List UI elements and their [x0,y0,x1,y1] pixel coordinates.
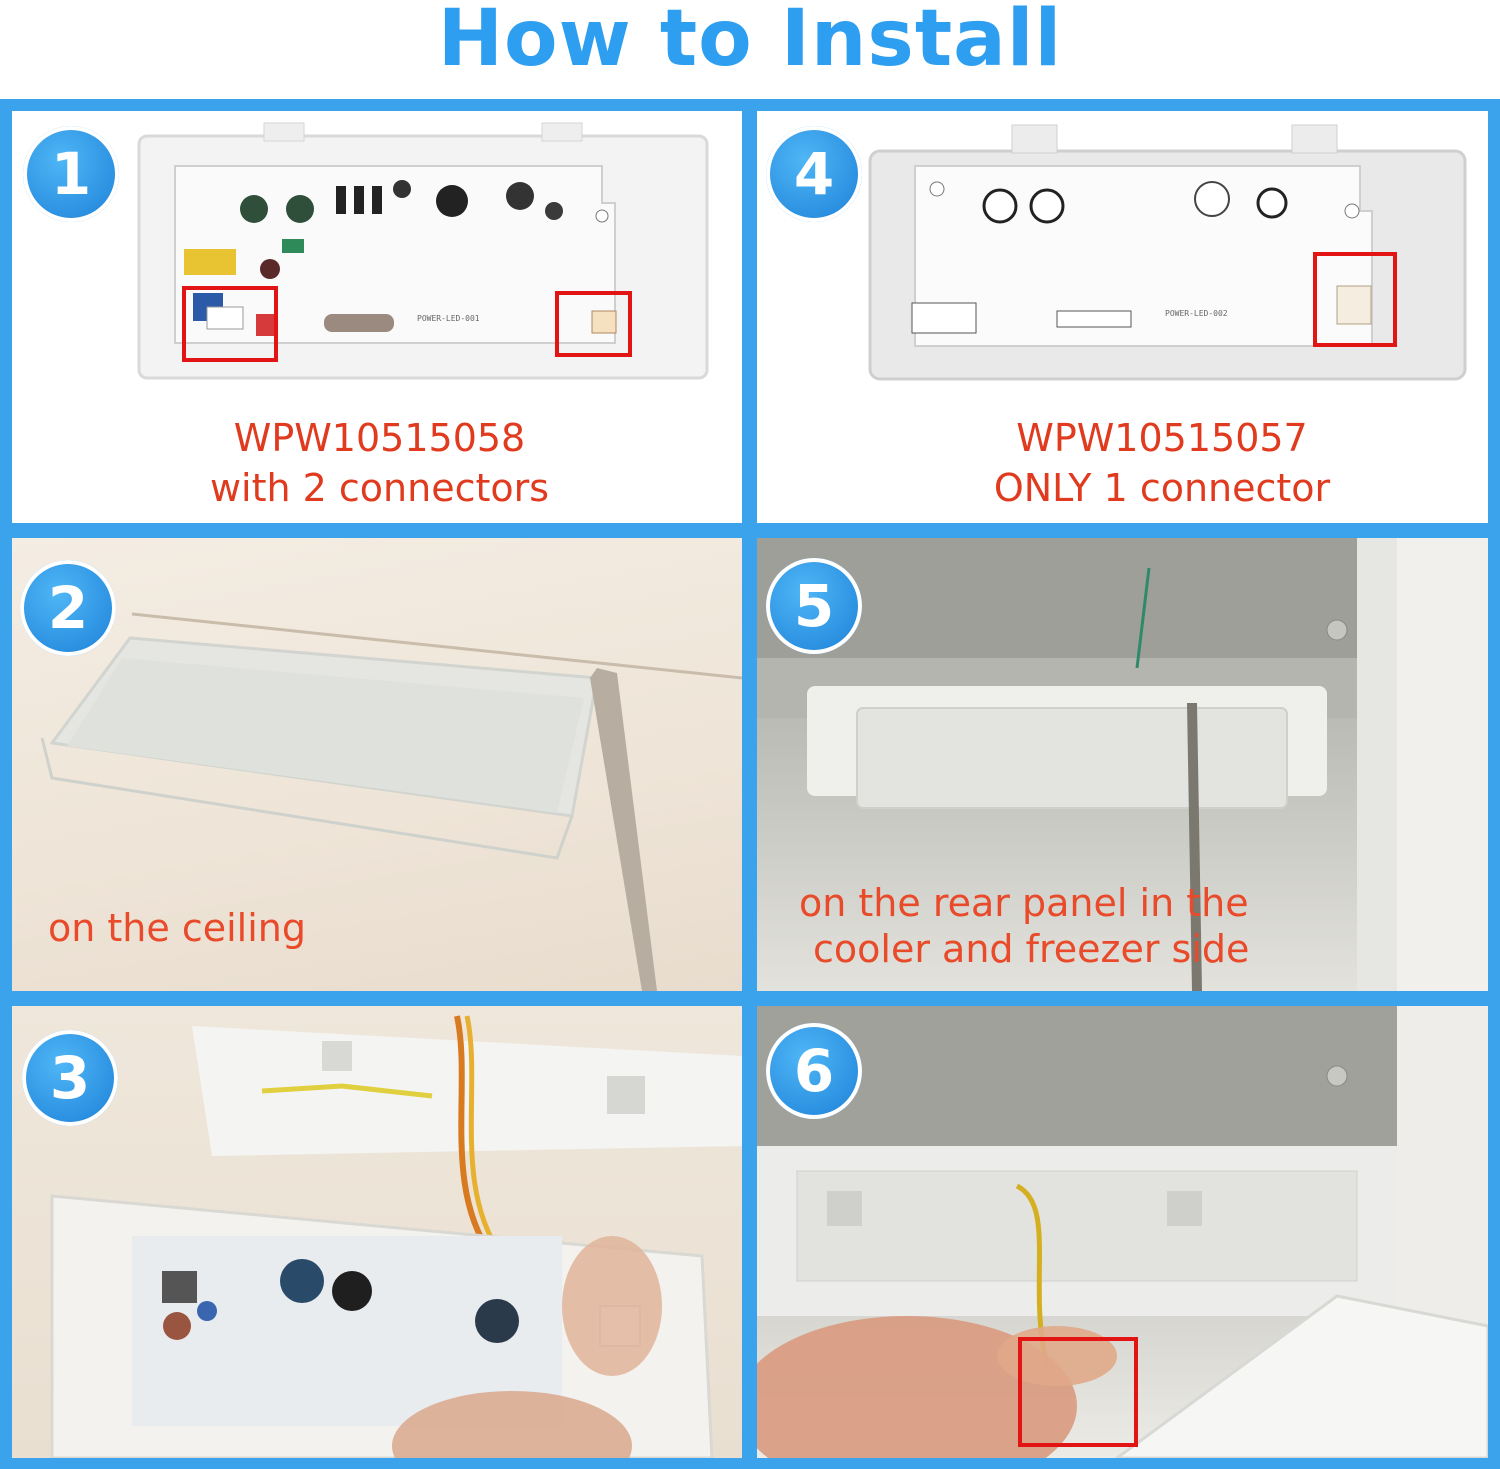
connector-highlight-box [555,291,632,357]
step-badge-6: 6 [766,1023,862,1119]
wiring-photo [50,1015,742,1458]
step-5-panel: 5 on the rear panel in the cooler and fr… [757,538,1488,991]
step-1-panel: POWER-LED-001 1 WPW10515058 with 2 conne… [12,111,742,523]
connector-highlight-box [182,286,278,362]
step-badge-2: 2 [20,560,116,656]
connector-highlight-box [1018,1337,1138,1447]
location-caption-line-2: cooler and freezer side [813,927,1250,971]
board-illustration-1: POWER-LED-001 [137,122,709,380]
board-label-4: POWER-LED-002 [1165,309,1228,318]
connector-highlight-box [1313,252,1397,347]
step-badge-5: 5 [766,558,862,654]
step-badge-4: 4 [766,126,862,222]
step-4-panel: POWER-LED-002 4 WPW10515057 ONLY 1 conne… [757,111,1488,523]
connector-note: ONLY 1 connector [993,466,1331,510]
ceiling-light-photo [40,612,742,991]
connector-note: with 2 connectors [209,466,550,510]
step-badge-3: 3 [22,1030,118,1126]
step-badge-1: 1 [23,126,119,222]
model-number: WPW10515058 [233,416,526,460]
location-caption: on the ceiling [48,906,307,950]
connector-photo [757,1006,1488,1458]
step-6-panel: 6 [757,1006,1488,1458]
model-number: WPW10515057 [1016,416,1308,460]
location-caption-line-1: on the rear panel in the [799,881,1249,925]
step-3-panel: 3 [12,1006,742,1458]
step-2-panel: 2 on the ceiling [12,538,742,991]
page-title: How to Install [437,0,1063,84]
board-label-1: POWER-LED-001 [417,314,480,323]
